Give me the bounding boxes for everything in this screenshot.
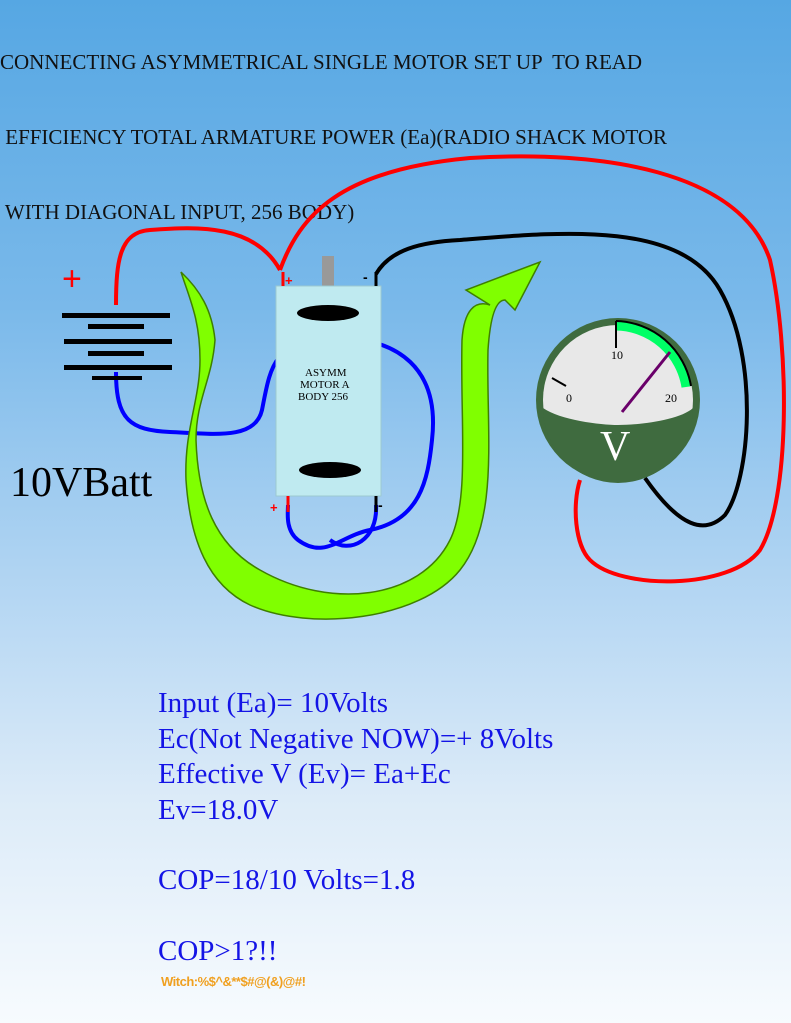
title-line-3: WITH DIAGONAL INPUT, 256 BODY) [0,200,355,224]
diagram-title: CONNECTING ASYMMETRICAL SINGLE MOTOR SET… [0,0,791,250]
equation-cop-question: COP>1?!! [158,935,278,967]
battery-symbol [62,313,172,380]
black-wire [374,231,749,528]
motor-top-plus: + [285,273,293,288]
equation-ec: Ec(Not Negative NOW)=+ 8Volts [158,723,554,755]
blue-wire [114,335,435,550]
motor [275,256,382,512]
equation-effective-v: Effective V (Ev)= Ea+Ec [158,758,451,790]
motor-label-line-2: MOTOR A [300,379,350,391]
equation-input: Input (Ea)= 10Volts [158,687,389,719]
red-wire-battery-to-motor [114,226,282,306]
blue-wire-bottom-right [328,504,379,548]
meter-scale-10: 10 [611,348,623,362]
motor-bottom-plus: + [270,500,278,515]
meter-scale-20: 20 [665,391,677,405]
motor-label-line-3: BODY 256 [298,391,349,403]
motor-label-line-1: ASYMM [305,367,347,379]
motor-top-minus: - [363,269,368,285]
red-wire-outer-loop [278,154,786,584]
footer-text: Witch:%$^&**$#@(&)@#! [161,974,306,989]
title-line-2: EFFICIENCY TOTAL ARMATURE POWER (Ea)(RAD… [0,125,668,149]
battery-plus-sign: + [62,260,82,298]
battery-label: 10VBatt [10,460,153,506]
equation-ev: Ev=18.0V [158,794,279,826]
title-line-1: CONNECTING ASYMMETRICAL SINGLE MOTOR SET… [0,50,643,74]
voltmeter [536,318,700,483]
green-arrow [180,260,542,620]
meter-scale-0: 0 [566,391,572,405]
equation-cop: COP=18/10 Volts=1.8 [158,864,416,896]
meter-symbol: V [600,424,630,470]
motor-bottom-minus: - [378,497,383,513]
